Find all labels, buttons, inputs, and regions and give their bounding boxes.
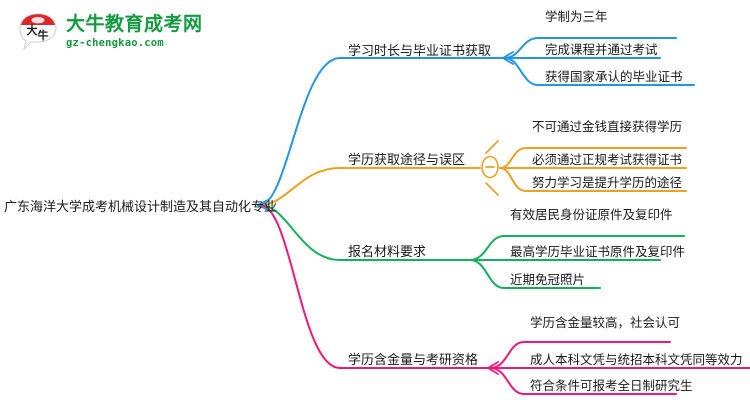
collapse-toggle-icon[interactable] xyxy=(480,155,500,179)
leaf-node-3-3[interactable]: 近期免冠照片 xyxy=(510,272,586,287)
leaf-node-2-2[interactable]: 必须通过正规考试获得证书 xyxy=(532,152,683,167)
leaf-node-2-1[interactable]: 不可通过金钱直接获得学历 xyxy=(532,119,683,134)
logo-mark-icon: 大 牛 xyxy=(16,12,60,52)
logo-text: 大牛教育成考网 gz-chengkao.com xyxy=(66,13,203,49)
branch-node-2[interactable]: 学历获取途径与误区 xyxy=(348,153,466,168)
branch-node-4[interactable]: 学历含金量与考研资格 xyxy=(348,353,479,368)
leaf-node-1-1[interactable]: 学制为三年 xyxy=(545,9,608,24)
leaf-node-3-1[interactable]: 有效居民身份证原件及复印件 xyxy=(510,207,673,222)
leaf-node-1-3[interactable]: 获得国家承认的毕业证书 xyxy=(545,69,683,84)
root-node[interactable]: 广东海洋大学成考机械设计制造及其自动化专业 xyxy=(4,200,278,215)
leaf-node-4-1[interactable]: 学历含金量较高，社会认可 xyxy=(530,315,681,330)
svg-text:牛: 牛 xyxy=(38,28,49,42)
leaf-node-4-3[interactable]: 符合条件可报考全日制研究生 xyxy=(530,378,693,393)
logo-title: 大牛教育成考网 xyxy=(66,13,203,36)
leaf-node-3-2[interactable]: 最高学历毕业证书原件及复印件 xyxy=(510,244,686,259)
svg-text:大: 大 xyxy=(27,23,38,37)
leaf-node-1-2[interactable]: 完成课程并通过考试 xyxy=(545,42,658,57)
leaf-node-2-3[interactable]: 努力学习是提升学历的途径 xyxy=(532,175,683,190)
branch-node-1[interactable]: 学习时长与毕业证书获取 xyxy=(348,44,492,59)
site-logo: 大 牛 大牛教育成考网 gz-chengkao.com xyxy=(16,8,216,56)
branch-node-3[interactable]: 报名材料要求 xyxy=(348,245,427,260)
leaf-node-4-2[interactable]: 成人本科文凭与统招本科文凭同等效力 xyxy=(530,352,743,367)
logo-subtitle: gz-chengkao.com xyxy=(66,36,164,49)
